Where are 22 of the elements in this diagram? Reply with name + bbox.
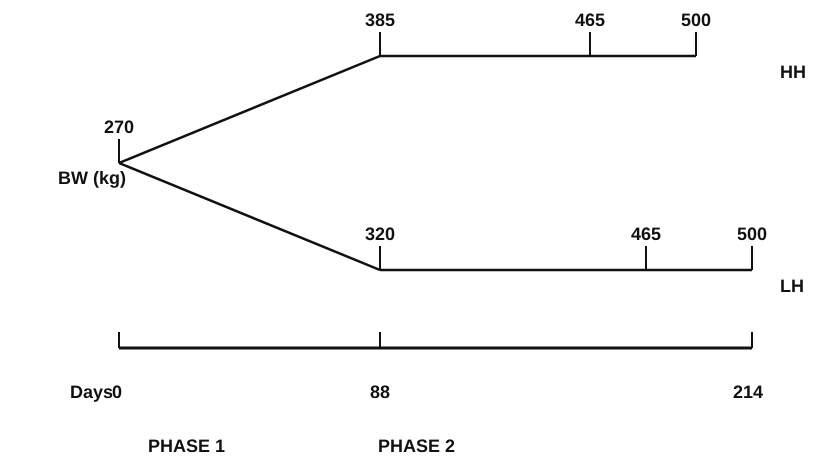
growth-line [590,54,696,58]
growth-line [118,54,380,164]
phase-label: PHASE 1 [148,436,226,456]
group-label: HH [780,62,806,82]
day-value: 0 [112,382,122,402]
day-value: 88 [370,382,390,402]
growth-line [380,54,590,58]
growth-line [646,268,752,272]
weight-value: 270 [102,117,136,137]
growth-line [380,268,646,272]
group-label: LH [780,276,804,296]
growth-line [118,162,380,272]
weight-value: 465 [630,224,662,244]
weight-value: 320 [364,224,396,244]
axis-label: Days [70,382,114,402]
phase-label: PHASE 2 [378,436,456,456]
weight-value: 385 [364,10,396,30]
weight-value: 500 [736,224,768,244]
weight-value: 465 [574,10,606,30]
day-value: 214 [733,382,764,402]
axis-label: BW (kg) [58,168,126,188]
weight-value: 500 [680,10,712,30]
